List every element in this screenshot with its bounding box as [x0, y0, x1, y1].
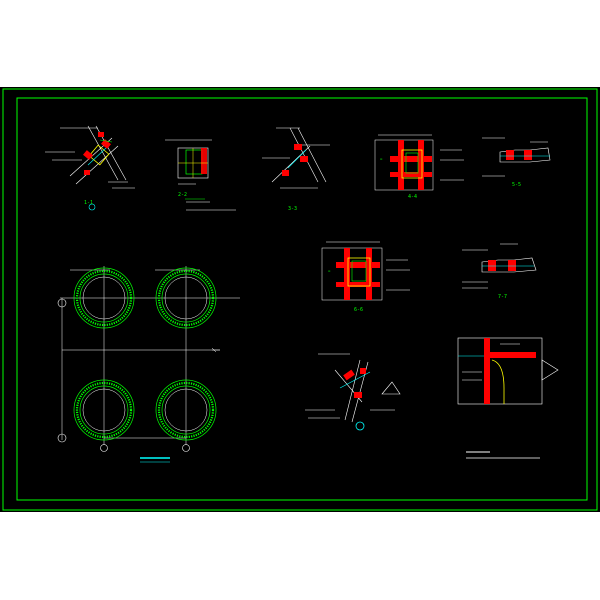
- pier-ring: [164, 388, 208, 432]
- detail-7-title: 7-7: [498, 294, 507, 300]
- pier-ring: [75, 269, 133, 327]
- axis-bubble-icon: [100, 444, 108, 452]
- pier-group: [73, 267, 217, 441]
- detail-9: [457, 337, 559, 405]
- outer-frame: [2, 88, 598, 511]
- pier-ring: [161, 385, 211, 435]
- pier-ring: [157, 381, 215, 439]
- pier-4: [155, 379, 217, 441]
- pier-ring: [157, 269, 215, 327]
- section-marker-icon: [355, 421, 365, 431]
- pier-ring: [164, 276, 208, 320]
- detail-8: [305, 353, 401, 431]
- detail-2-title: 2-2: [178, 192, 187, 198]
- axis-bubble-icon: [57, 433, 67, 443]
- detail-3-title: 3-3: [288, 206, 297, 212]
- detail-4-title: 4-4: [408, 194, 417, 200]
- pier-3: [73, 379, 135, 441]
- pier-ring: [155, 379, 217, 441]
- svg-text:=: =: [380, 156, 383, 161]
- pier-ring: [73, 379, 135, 441]
- pier-ring: [75, 381, 133, 439]
- detail-7: 7-7: [462, 243, 537, 300]
- pier-ring: [79, 273, 129, 323]
- axis-bubble-icon: [182, 444, 190, 452]
- detail-2: 2-2: [165, 139, 236, 211]
- plan-view: [60, 266, 240, 445]
- pier-2: [155, 267, 217, 329]
- detail-3: 3-3: [262, 127, 330, 212]
- pier-ring: [161, 273, 211, 323]
- detail-4: = 4-4: [374, 134, 464, 200]
- section-marker-icon: [88, 203, 96, 211]
- detail-1-title: 1-1: [84, 200, 93, 206]
- inner-frame: [16, 97, 588, 501]
- notes-block: [466, 451, 540, 459]
- plan-axis-bubbles: [57, 298, 190, 452]
- pier-ring: [155, 267, 217, 329]
- detail-1: 1-1: [45, 125, 135, 211]
- detail-5: 5-5: [482, 137, 551, 188]
- axis-bubble-icon: [57, 298, 67, 308]
- svg-text:=: =: [328, 268, 331, 273]
- detail-5-title: 5-5: [512, 182, 521, 188]
- pier-ring: [82, 276, 126, 320]
- pier-ring: [79, 385, 129, 435]
- detail-6-title: 6-6: [354, 307, 363, 313]
- pier-ring: [73, 267, 135, 329]
- pier-1: [73, 267, 135, 329]
- detail-6: = 6-6: [321, 241, 410, 313]
- pier-ring: [82, 388, 126, 432]
